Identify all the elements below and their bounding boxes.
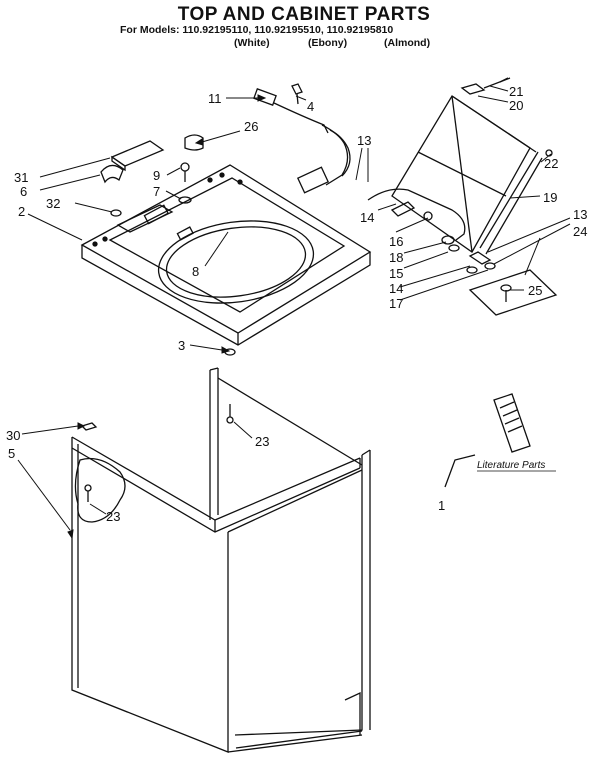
diagram-title: TOP AND CABINET PARTS bbox=[177, 4, 431, 25]
callout-25: 25 bbox=[528, 283, 542, 298]
callout-6: 6 bbox=[20, 184, 27, 199]
hinge-plate-part bbox=[468, 269, 558, 316]
callout-18: 18 bbox=[389, 250, 403, 265]
callout-21: 21 bbox=[509, 84, 523, 99]
callout-17: 17 bbox=[389, 296, 403, 311]
wire-harness-part bbox=[253, 83, 351, 194]
callout-4: 4 bbox=[307, 99, 314, 114]
cabinet-top-part bbox=[80, 164, 372, 346]
callout-13: 13 bbox=[357, 133, 371, 148]
callout-3: 3 bbox=[178, 338, 185, 353]
callout-14b: 14 bbox=[389, 281, 403, 296]
callout-2: 2 bbox=[18, 204, 25, 219]
callout-13b: 13 bbox=[573, 207, 587, 222]
callout-9: 9 bbox=[153, 168, 160, 183]
callout-32: 32 bbox=[46, 196, 60, 211]
callout-19: 19 bbox=[543, 190, 557, 205]
callout-8: 8 bbox=[192, 264, 199, 279]
leader-lines bbox=[17, 85, 571, 540]
callout-31: 31 bbox=[14, 170, 28, 185]
lid-switch-parts bbox=[100, 134, 204, 233]
callout-1: 1 bbox=[438, 498, 445, 513]
model-numbers: For Models: 110.92195110, 110.92195510, … bbox=[120, 24, 394, 36]
literature-parts-label: Literature Parts bbox=[477, 460, 545, 471]
color-almond-label: (Almond) bbox=[384, 37, 431, 49]
callout-23b: 23 bbox=[106, 509, 120, 524]
callout-26: 26 bbox=[244, 119, 258, 134]
color-ebony-label: (Ebony) bbox=[308, 37, 348, 49]
callout-5: 5 bbox=[8, 446, 15, 461]
callout-22: 22 bbox=[544, 156, 558, 171]
callout-7: 7 bbox=[153, 184, 160, 199]
callout-14: 14 bbox=[360, 210, 374, 225]
cabinet-body-part bbox=[71, 348, 371, 753]
color-white-label: (White) bbox=[234, 37, 270, 49]
callout-11: 11 bbox=[208, 91, 222, 106]
callout-16: 16 bbox=[389, 234, 403, 249]
callout-30: 30 bbox=[6, 428, 20, 443]
callout-15: 15 bbox=[389, 266, 403, 281]
hinge-hardware bbox=[390, 201, 496, 274]
literature-booklet bbox=[444, 393, 531, 488]
lid-part bbox=[367, 77, 553, 255]
callout-23: 23 bbox=[255, 434, 269, 449]
callout-24: 24 bbox=[573, 224, 587, 239]
callout-labels: 21 4 11 20 26 13 31 22 6 9 7 19 2 32 14 … bbox=[6, 84, 587, 524]
callout-20: 20 bbox=[509, 98, 523, 113]
